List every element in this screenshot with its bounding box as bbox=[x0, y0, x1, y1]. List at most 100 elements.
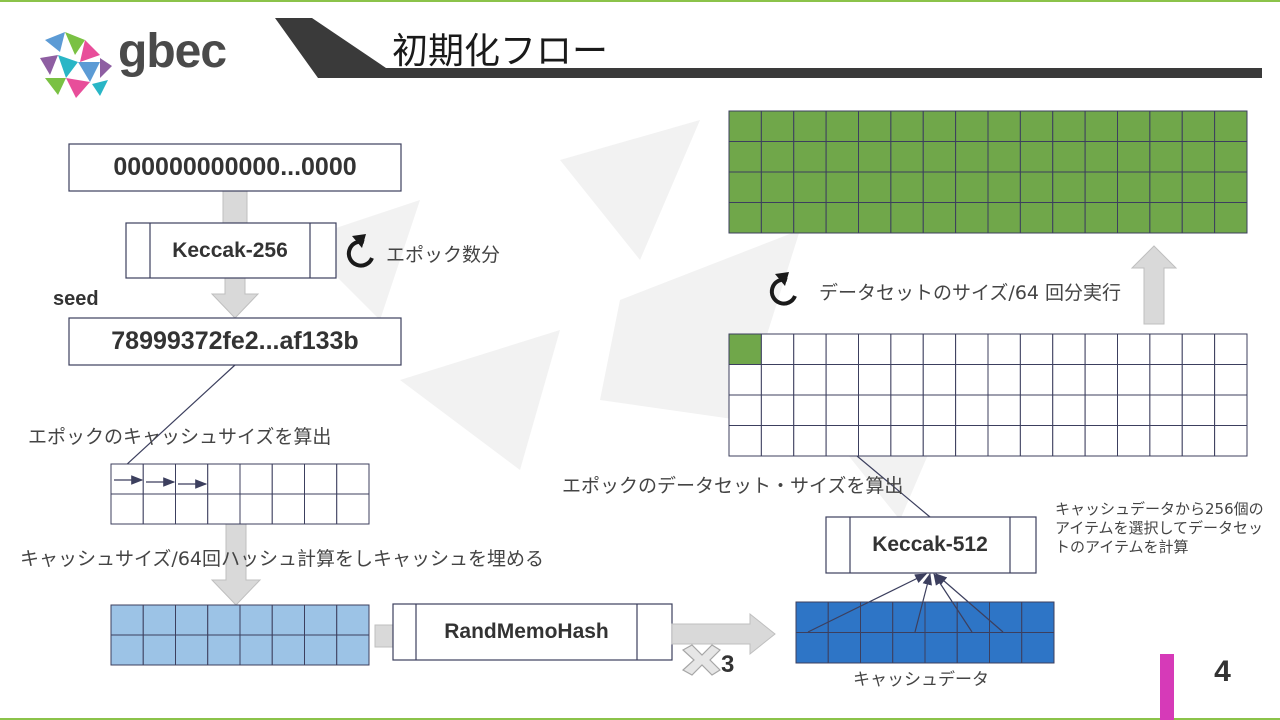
randmemohash-label: RandMemoHash bbox=[444, 620, 609, 643]
grid-cell bbox=[1052, 171, 1086, 203]
grid-cell bbox=[922, 425, 957, 457]
grid-cell bbox=[760, 394, 795, 426]
seed-box-frame bbox=[68, 317, 402, 366]
times3-label: 3 bbox=[721, 651, 735, 678]
grid-cell bbox=[1117, 141, 1151, 173]
grid-cell bbox=[142, 463, 176, 495]
grid-cell bbox=[1149, 202, 1183, 234]
grid-cell bbox=[793, 394, 827, 426]
grid-cell bbox=[728, 364, 762, 396]
grid-cell bbox=[1149, 333, 1183, 365]
accent-bar bbox=[1160, 654, 1174, 720]
loop-icon bbox=[346, 239, 374, 268]
grid-cell bbox=[1084, 425, 1118, 457]
logo-text: gbec bbox=[118, 25, 227, 78]
seed-label: seed bbox=[53, 288, 99, 310]
grid-cell bbox=[1084, 110, 1118, 142]
page-title: 初期化フロー bbox=[392, 31, 609, 72]
grid-cell bbox=[728, 171, 762, 203]
cache-data-label: キャッシュデータ bbox=[853, 670, 989, 690]
grid-cell bbox=[1181, 141, 1216, 173]
grid-cell bbox=[207, 604, 241, 636]
grid-cell bbox=[760, 425, 795, 457]
grid-cell bbox=[728, 141, 762, 173]
grid-cell bbox=[1117, 425, 1151, 457]
grid-cell bbox=[271, 463, 305, 495]
grid-cell bbox=[860, 632, 894, 664]
grid-cell bbox=[825, 425, 859, 457]
grid-cell bbox=[890, 364, 924, 396]
grid-cell bbox=[239, 634, 273, 666]
grid-cell bbox=[1149, 425, 1183, 457]
grid-cell bbox=[1214, 333, 1248, 365]
flow-arrows-left bbox=[210, 190, 262, 606]
seed-value-label: 78999372fe2...af133b bbox=[111, 327, 359, 355]
grid-cell bbox=[110, 634, 144, 666]
grid-cell bbox=[793, 364, 827, 396]
grid-cell bbox=[142, 634, 176, 666]
grid-cell bbox=[1181, 202, 1216, 234]
grid-cell bbox=[728, 110, 762, 142]
loop-icon-dataset-head bbox=[775, 272, 789, 286]
empty-cache-grid bbox=[110, 463, 370, 525]
grid-cell bbox=[858, 202, 892, 234]
grid-cell bbox=[175, 634, 209, 666]
grid-cell bbox=[793, 171, 827, 203]
item-calc-note: キャッシュデータから256個のアイテムを選択してデータセットのアイテムを計算 bbox=[1055, 500, 1264, 556]
zero-box-frame bbox=[68, 143, 402, 192]
grid-cell bbox=[304, 463, 338, 495]
grid-cell bbox=[858, 333, 892, 365]
cache-size-calc-label: エポックのキャッシュサイズを算出 bbox=[28, 426, 332, 448]
grid-cell bbox=[795, 632, 829, 664]
dataset-up-arrow bbox=[1130, 245, 1178, 325]
grid-cell bbox=[858, 364, 892, 396]
grid-cell bbox=[987, 333, 1021, 365]
grid-cell bbox=[955, 364, 989, 396]
grid-cell bbox=[1052, 425, 1086, 457]
grid-cell bbox=[1117, 394, 1151, 426]
grid-cell bbox=[860, 601, 894, 633]
dataset-size-calc-label: エポックのデータセット・サイズを算出 bbox=[562, 475, 904, 497]
grid-cell bbox=[175, 463, 209, 495]
grid-cell bbox=[1052, 394, 1086, 426]
grid-cell bbox=[1149, 394, 1183, 426]
grid-cell bbox=[890, 394, 924, 426]
grid-cell bbox=[1019, 425, 1054, 457]
grid-cell bbox=[922, 364, 957, 396]
grid-cell bbox=[1019, 110, 1054, 142]
grid-cell bbox=[1214, 110, 1248, 142]
grid-cell bbox=[1117, 364, 1151, 396]
keccak512-label: Keccak-512 bbox=[872, 533, 988, 556]
grid-cell bbox=[1149, 171, 1183, 203]
grid-cell bbox=[304, 634, 338, 666]
grid-cell bbox=[1181, 110, 1216, 142]
grid-cell bbox=[858, 171, 892, 203]
grid-cell bbox=[271, 604, 305, 636]
grid-cell bbox=[1181, 425, 1216, 457]
multiply-icon bbox=[681, 644, 721, 676]
grid-cell bbox=[987, 202, 1021, 234]
grid-cell bbox=[825, 202, 859, 234]
grid-cell bbox=[890, 171, 924, 203]
grid-cell bbox=[336, 463, 370, 495]
grid-cell bbox=[1117, 171, 1151, 203]
grid-cell bbox=[1181, 364, 1216, 396]
grid-cell bbox=[827, 632, 861, 664]
grid-cell bbox=[271, 634, 305, 666]
grid-cell bbox=[239, 463, 273, 495]
dataset-partial-grid bbox=[728, 333, 1248, 457]
grid-cell bbox=[1052, 110, 1086, 142]
grid-cell bbox=[142, 493, 176, 525]
grid-cell bbox=[1019, 171, 1054, 203]
grid-cell bbox=[1019, 394, 1054, 426]
grid-cell bbox=[989, 601, 1023, 633]
grid-cell bbox=[760, 110, 795, 142]
grid-cell bbox=[989, 632, 1023, 664]
keccak256-label: Keccak-256 bbox=[172, 238, 288, 262]
grid-cell bbox=[175, 604, 209, 636]
grid-cell bbox=[827, 601, 861, 633]
grid-cell bbox=[1084, 141, 1118, 173]
grid-cell bbox=[1019, 141, 1054, 173]
grid-cell bbox=[760, 171, 795, 203]
grid-cell bbox=[890, 141, 924, 173]
